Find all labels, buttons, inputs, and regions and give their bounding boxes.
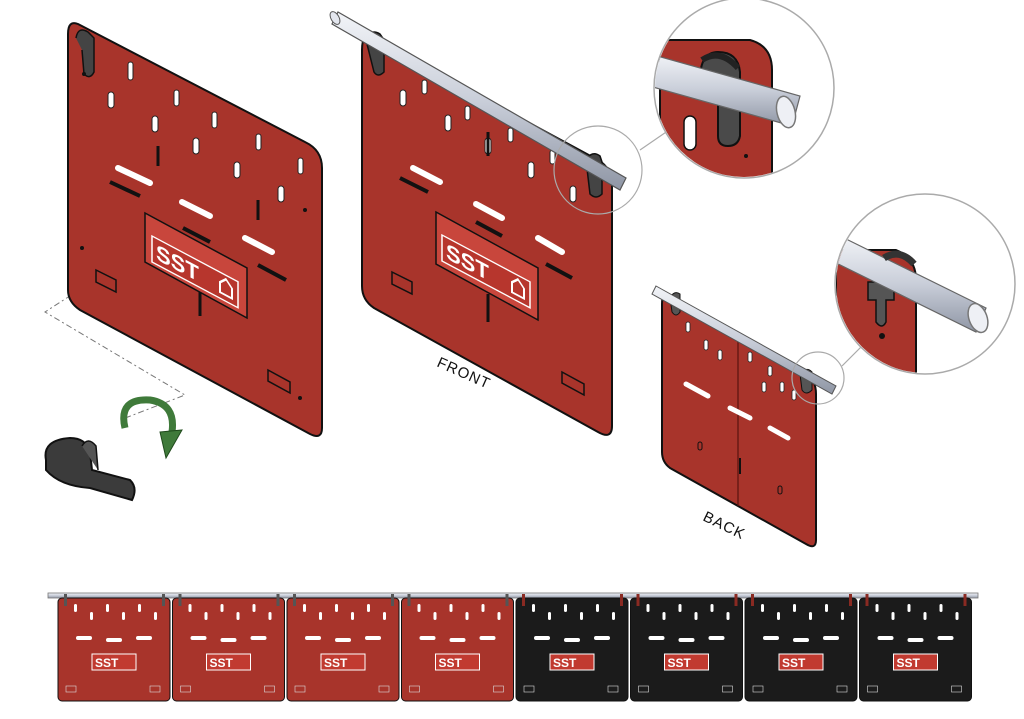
rod-end bbox=[329, 11, 341, 25]
horizontal-slots bbox=[399, 165, 573, 280]
strip-logo-text: SST bbox=[324, 656, 348, 670]
panel-body bbox=[67, 22, 323, 437]
strip-panel-red: SST bbox=[401, 594, 514, 702]
panel-front: SST bbox=[329, 11, 673, 436]
panel-exploded: SST bbox=[44, 22, 323, 437]
panel-clip bbox=[75, 29, 95, 78]
screw-holes bbox=[697, 441, 783, 495]
horizontal-slots bbox=[109, 165, 287, 282]
strip-panel-black: SST bbox=[630, 594, 743, 702]
strip-panel-black: SST bbox=[744, 594, 858, 702]
screw-holes bbox=[80, 72, 307, 400]
detail-callout-circle bbox=[791, 351, 845, 405]
strip-panel-black: SST bbox=[859, 594, 972, 702]
strip-logo-text: SST bbox=[210, 656, 234, 670]
slot-holes bbox=[685, 321, 797, 401]
back-label: BACK bbox=[700, 508, 748, 543]
vertical-slots bbox=[156, 146, 260, 316]
rotate-arrow-icon bbox=[120, 396, 183, 460]
strip-logo-text: SST bbox=[782, 656, 806, 670]
strip-logo-text: SST bbox=[95, 656, 119, 670]
detail-callout-circle bbox=[553, 125, 643, 215]
clip-part bbox=[44, 436, 136, 502]
label-mark bbox=[267, 368, 291, 395]
strip-rod bbox=[47, 592, 979, 599]
strip-panel-black: SST bbox=[515, 594, 629, 702]
strip-panel-red: SST bbox=[57, 594, 171, 702]
panel-back bbox=[651, 285, 867, 548]
strip-logo-text: SST bbox=[553, 656, 577, 670]
horizontal-slots bbox=[683, 381, 791, 441]
detail-view-front bbox=[653, 0, 835, 179]
strip-panel-red: SST bbox=[286, 594, 400, 702]
dashed-guide-line bbox=[44, 179, 296, 421]
label-mark bbox=[95, 268, 117, 294]
label-mark bbox=[391, 270, 413, 296]
detail-view-back bbox=[834, 193, 1016, 375]
slot-holes bbox=[107, 61, 304, 203]
hanging-rod bbox=[651, 285, 837, 395]
strip-panel-red: SST bbox=[172, 594, 285, 702]
strip-logo-text: SST bbox=[668, 656, 692, 670]
panel-strip: SST SST SST SST SST SST SST SST bbox=[47, 592, 979, 702]
strip-logo-text: SST bbox=[897, 656, 921, 670]
label-mark bbox=[561, 370, 585, 397]
strip-logo-text: SST bbox=[439, 656, 463, 670]
